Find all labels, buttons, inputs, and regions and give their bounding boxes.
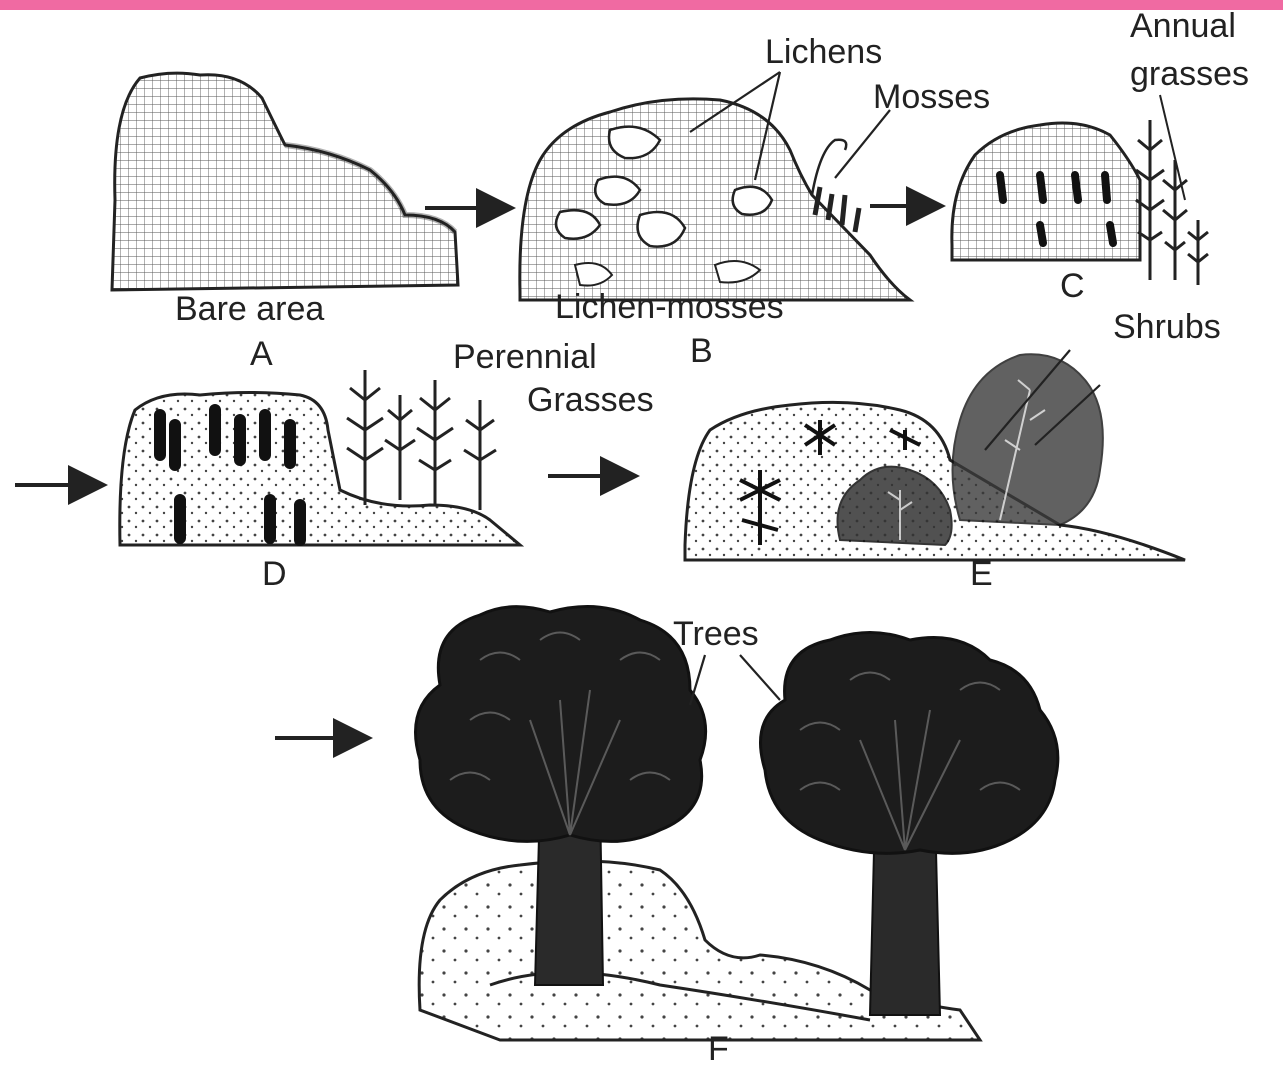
stage-e-shrubs	[685, 350, 1185, 560]
label-stage-e: E	[970, 555, 993, 593]
label-lichen-mosses: Lichen-mosses	[555, 288, 784, 326]
label-stage-c: C	[1060, 267, 1085, 305]
label-shrubs: Shrubs	[1113, 308, 1221, 346]
label-stage-d: D	[262, 555, 287, 593]
stage-d-perennial-grasses	[120, 370, 520, 545]
label-stage-b: B	[690, 332, 713, 370]
label-grasses-perennial: Grasses	[527, 381, 654, 419]
label-bare-area: Bare area	[175, 290, 324, 328]
label-stage-a: A	[250, 335, 273, 373]
label-lichens: Lichens	[765, 33, 882, 71]
stage-b-lichen-mosses	[520, 99, 910, 300]
label-annual: Annual	[1130, 7, 1236, 45]
stage-a-bare-rock	[112, 73, 458, 290]
label-trees: Trees	[673, 615, 759, 653]
stage-c-annual-grasses	[952, 95, 1208, 285]
label-grasses-annual: grasses	[1130, 55, 1249, 93]
stage-f-trees	[416, 607, 1058, 1040]
label-mosses: Mosses	[873, 78, 990, 116]
label-stage-f: F	[708, 1030, 729, 1066]
label-perennial: Perennial	[453, 338, 597, 376]
